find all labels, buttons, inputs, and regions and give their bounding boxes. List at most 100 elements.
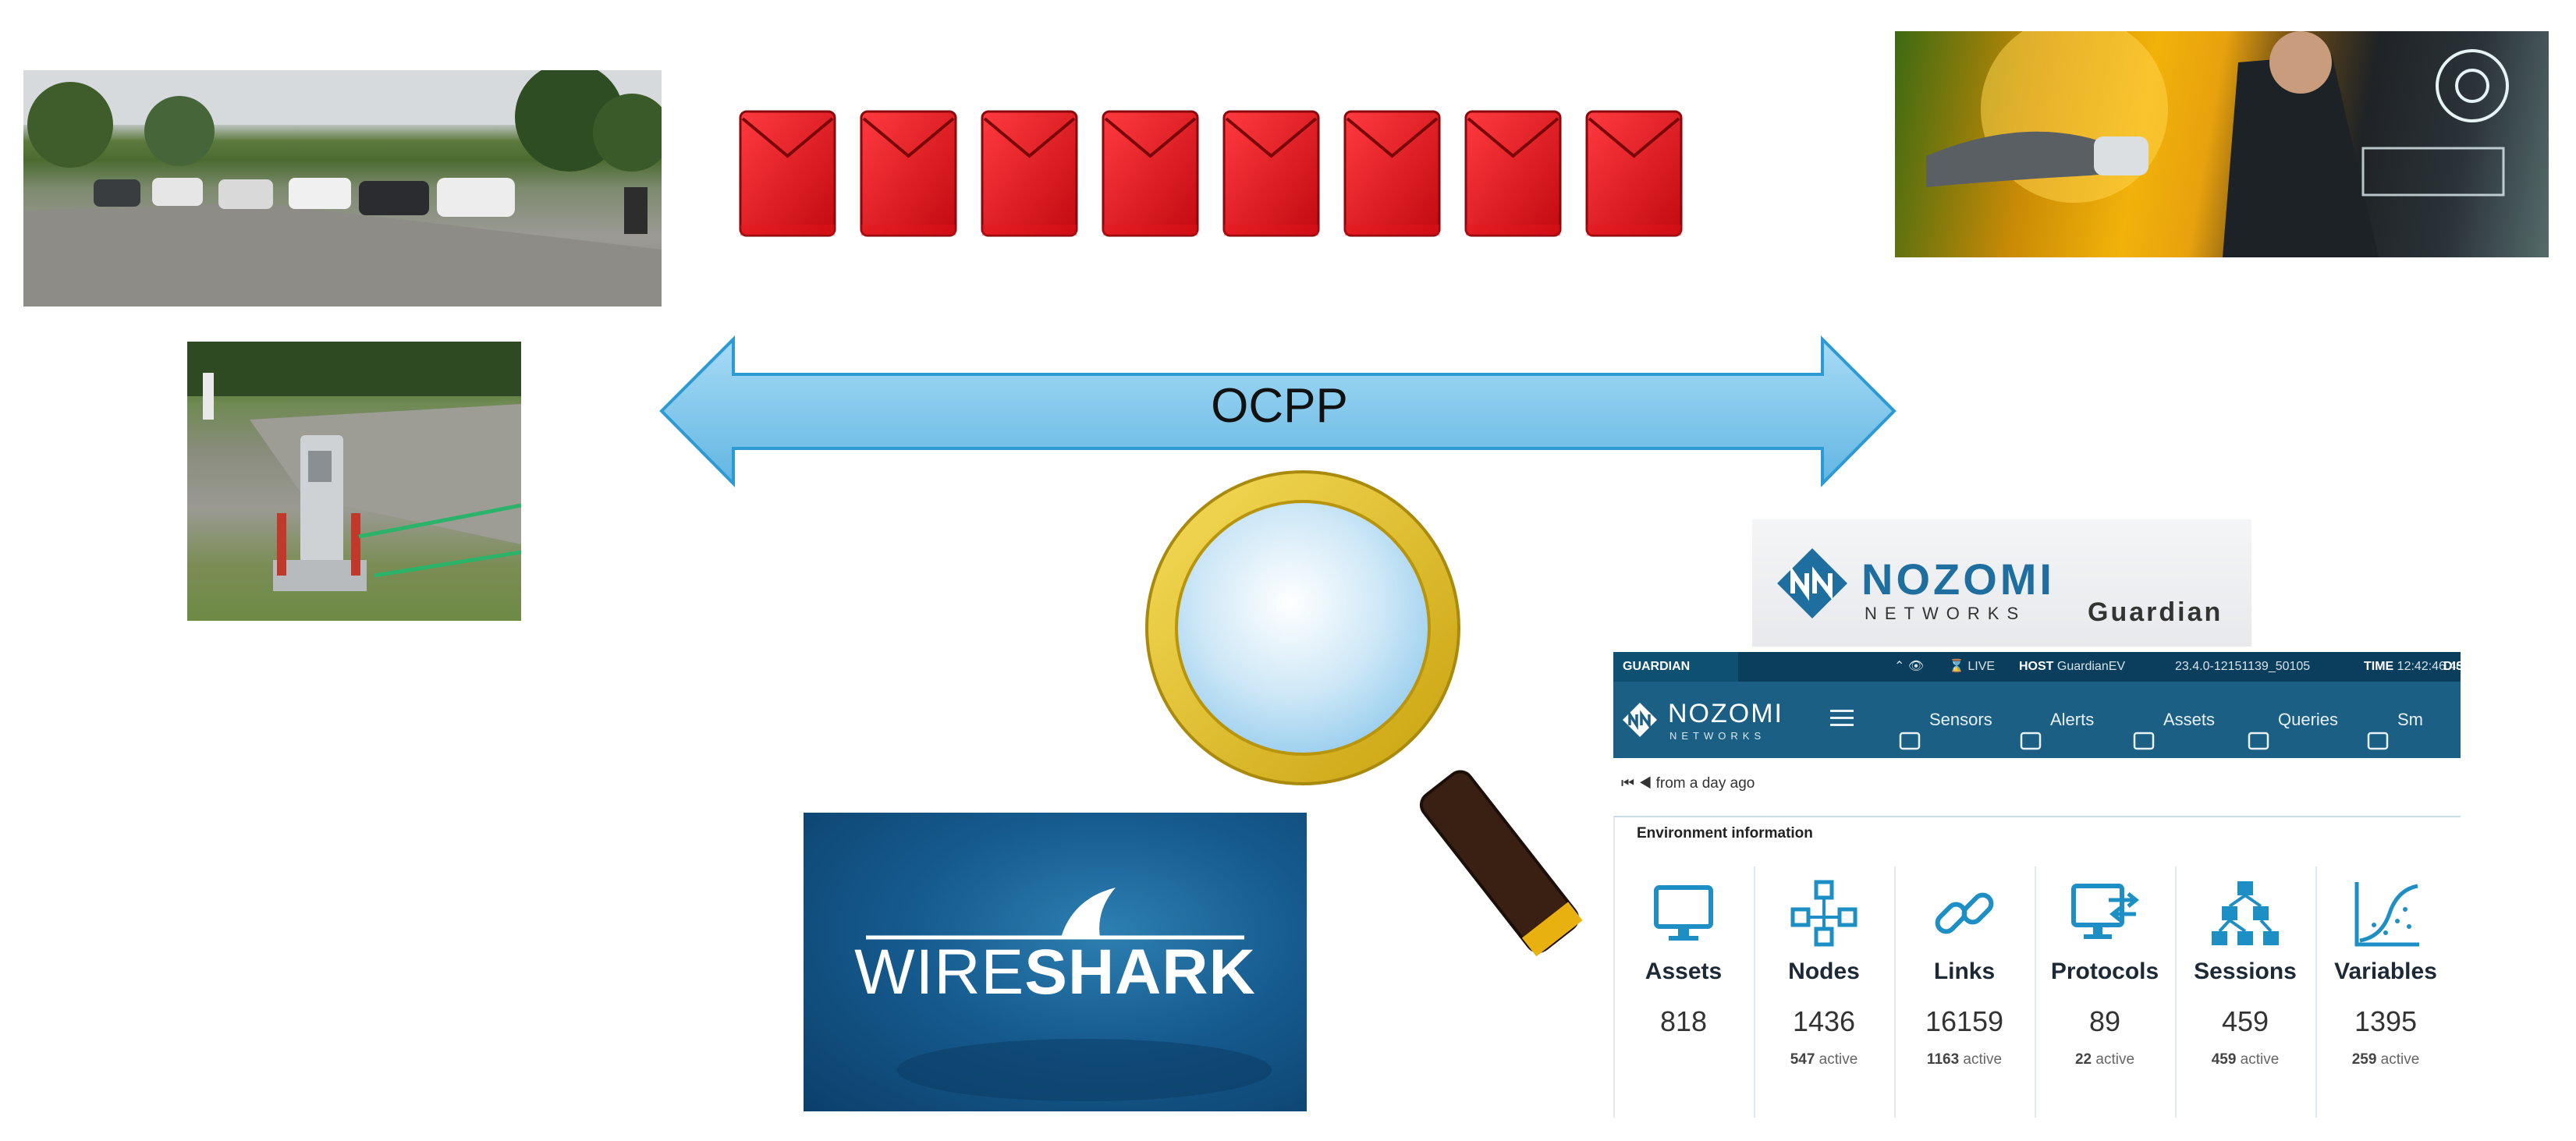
stat-variables[interactable]: Variables 1395 259 active — [2315, 855, 2456, 1118]
stat-active-count: 547 — [1790, 1051, 1815, 1068]
envelope-icon — [738, 109, 837, 238]
dis-label: DIS — [2443, 660, 2461, 673]
stat-name: Sessions — [2194, 959, 2297, 984]
envelope-icon — [1584, 109, 1684, 238]
hamburger-menu-icon[interactable] — [1830, 705, 1854, 732]
stat-active: 1163 active — [1894, 1051, 2035, 1068]
stat-active: 547 active — [1754, 1051, 1894, 1068]
guardian-dashboard: GUARDIAN ⌃ 👁 ⌛ LIVE HOST GuardianEV 23.4… — [1613, 652, 2461, 1118]
sensors-icon — [1898, 709, 1921, 750]
envelope-icon — [1464, 109, 1563, 238]
stat-active: 22 active — [2035, 1051, 2175, 1068]
parking-scene — [23, 70, 662, 307]
stat-active-word: active — [2236, 1051, 2280, 1068]
stat-links[interactable]: Links 16159 1163 active — [1894, 855, 2035, 1118]
time-label: TIME — [2364, 660, 2394, 673]
eye-icon[interactable]: ⌃ 👁 — [1894, 660, 1925, 673]
nav-item-queries[interactable]: Queries — [2247, 682, 2338, 758]
host-label: HOST — [2019, 660, 2054, 673]
arrow-shape — [659, 335, 1897, 487]
nozomi-logo-icon — [1777, 548, 1847, 618]
nav-item-label: Queries — [2278, 710, 2339, 729]
environment-title: Environment information — [1637, 825, 1813, 842]
envelope-icon — [980, 109, 1079, 238]
stat-value: 459 — [2221, 1005, 2269, 1037]
nozomi-brand: NOZOMI — [1861, 555, 2055, 604]
stat-active-word: active — [1959, 1051, 2003, 1068]
link-icon — [1929, 878, 1999, 948]
live-label: LIVE — [1967, 660, 1996, 673]
stat-active: 459 active — [2175, 1051, 2315, 1068]
stat-name: Links — [1933, 959, 1996, 984]
nodes-icon — [1789, 878, 1859, 948]
stat-value: 1395 — [2354, 1005, 2418, 1037]
nav-logo-brand: NOZOMI — [1668, 699, 1783, 728]
stat-active-count: 1163 — [1926, 1051, 1960, 1068]
nav-item-label: Sm — [2397, 710, 2423, 729]
stat-active-word: active — [2092, 1051, 2135, 1068]
nav-item-assets[interactable]: Assets — [2132, 682, 2215, 758]
stat-value: 16159 — [1925, 1005, 2004, 1037]
host-value: GuardianEV — [2056, 660, 2126, 673]
stat-name: Variables — [2334, 959, 2437, 984]
stat-active-count: 22 — [2074, 1051, 2092, 1068]
live-indicator[interactable]: ⌛ LIVE — [1949, 660, 1996, 673]
stat-name: Assets — [1645, 959, 1723, 984]
magnifying-glass-icon — [1145, 470, 1583, 957]
host-info: HOST GuardianEV — [2019, 652, 2125, 682]
stat-active-count: 459 — [2211, 1051, 2237, 1068]
stat-nodes[interactable]: Nodes 1436 547 active — [1754, 855, 1894, 1118]
stat-value: 89 — [2088, 1005, 2121, 1037]
nav-item-alerts[interactable]: Alerts — [2019, 682, 2094, 758]
stat-name: Nodes — [1788, 959, 1860, 984]
assets-icon — [2132, 709, 2156, 750]
wireshark-fin-icon — [866, 888, 1272, 1101]
sessions-icon — [2210, 878, 2280, 948]
guardian-tag: GUARDIAN — [1613, 652, 1738, 682]
charging-station-photo — [187, 342, 521, 621]
nav-item-label: Sensors — [1929, 710, 1992, 729]
nav-item-sm[interactable]: Sm — [2366, 682, 2423, 758]
envelope-icon — [859, 109, 958, 238]
dis-info: DIS — [2443, 652, 2461, 682]
stat-divider — [2035, 866, 2036, 1118]
ocpp-double-arrow — [659, 335, 1897, 487]
nav-item-label: Assets — [2163, 710, 2216, 729]
envelope-icon — [1343, 109, 1442, 238]
time-info: TIME 12:42:46.407 — [2364, 652, 2461, 682]
guardian-top-bar: GUARDIAN ⌃ 👁 ⌛ LIVE HOST GuardianEV 23.4… — [1613, 652, 2461, 682]
stat-active-word: active — [2376, 1051, 2420, 1068]
variables-icon — [2351, 878, 2421, 948]
nozomi-product: Guardian — [2088, 597, 2223, 627]
stat-active: 259 active — [2315, 1051, 2456, 1068]
ev-concept-scene — [1926, 31, 2509, 257]
stat-divider — [1754, 866, 1755, 1118]
wireshark-text-light: WIRE — [854, 937, 1025, 1008]
alerts-icon — [2019, 709, 2042, 750]
stat-divider — [2315, 866, 2317, 1118]
protocols-icon — [2070, 878, 2140, 948]
time-range[interactable]: ⏮ ◀ from a day ago — [1621, 775, 1755, 792]
ev-charging-concept-photo — [1895, 31, 2549, 257]
wireshark-text-bold: SHARK — [1024, 937, 1256, 1008]
nozomi-nav-logo-icon[interactable] — [1621, 701, 1659, 739]
nozomi-guardian-banner: NOZOMI NETWORKS Guardian — [1752, 519, 2251, 647]
ocpp-label: OCPP — [1211, 379, 1348, 433]
envelope-icon — [1101, 109, 1200, 238]
smart-icon — [2366, 709, 2390, 750]
ocpp-message-envelopes — [738, 109, 1684, 238]
monitor-icon — [1648, 878, 1719, 948]
stat-divider — [1894, 866, 1896, 1118]
version-info: 23.4.0-12151139_50105 — [2175, 660, 2311, 673]
stat-value: 1436 — [1792, 1005, 1856, 1037]
nav-item-sensors[interactable]: Sensors — [1898, 682, 1992, 758]
nav-item-label: Alerts — [2050, 710, 2095, 729]
time-range-text: from a day ago — [1655, 775, 1755, 792]
time-value: 12:42:46.407 — [2397, 660, 2461, 673]
envelope-icon — [1222, 109, 1321, 238]
stat-divider — [2175, 866, 2177, 1118]
